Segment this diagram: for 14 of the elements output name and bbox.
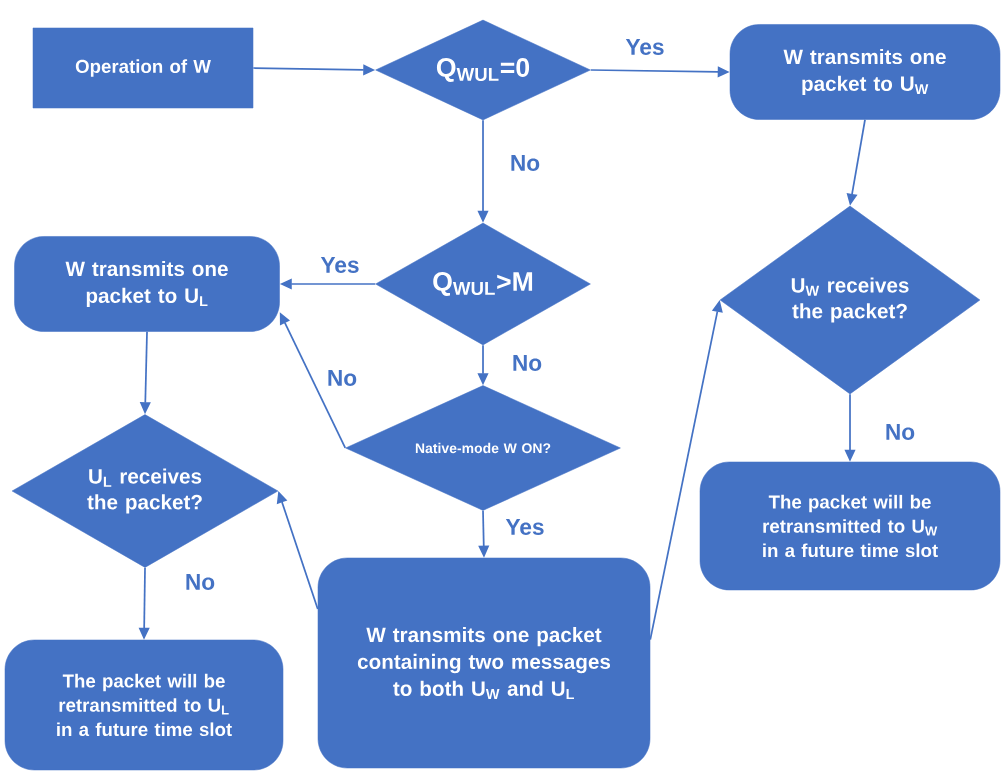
process-box: W transmits one packet to U$_{L}$ xyxy=(14,236,280,332)
process-box: The packet will be retransmitted to U$_{W}$ in a future time slot xyxy=(699,461,1001,591)
process-box: W transmits one packet to U$_{W}$ xyxy=(729,24,1001,120)
edge-label: No xyxy=(183,572,217,592)
edge-label: Yes xyxy=(504,517,546,537)
edge-label: No xyxy=(883,422,917,442)
edge-label: No xyxy=(508,153,542,173)
process-box: W transmits one packet containing two messages to both U$_{W}$ and U$_{L}$ xyxy=(317,557,651,769)
process-box: The packet will be retransmitted to U$_{L}$ in a future time slot xyxy=(4,639,284,771)
edge-label: Yes xyxy=(319,255,361,275)
process-box: Operation of W xyxy=(32,27,254,109)
edge-label: No xyxy=(510,353,544,373)
edge-label: No xyxy=(325,368,359,388)
edge-label: Yes xyxy=(624,37,666,57)
